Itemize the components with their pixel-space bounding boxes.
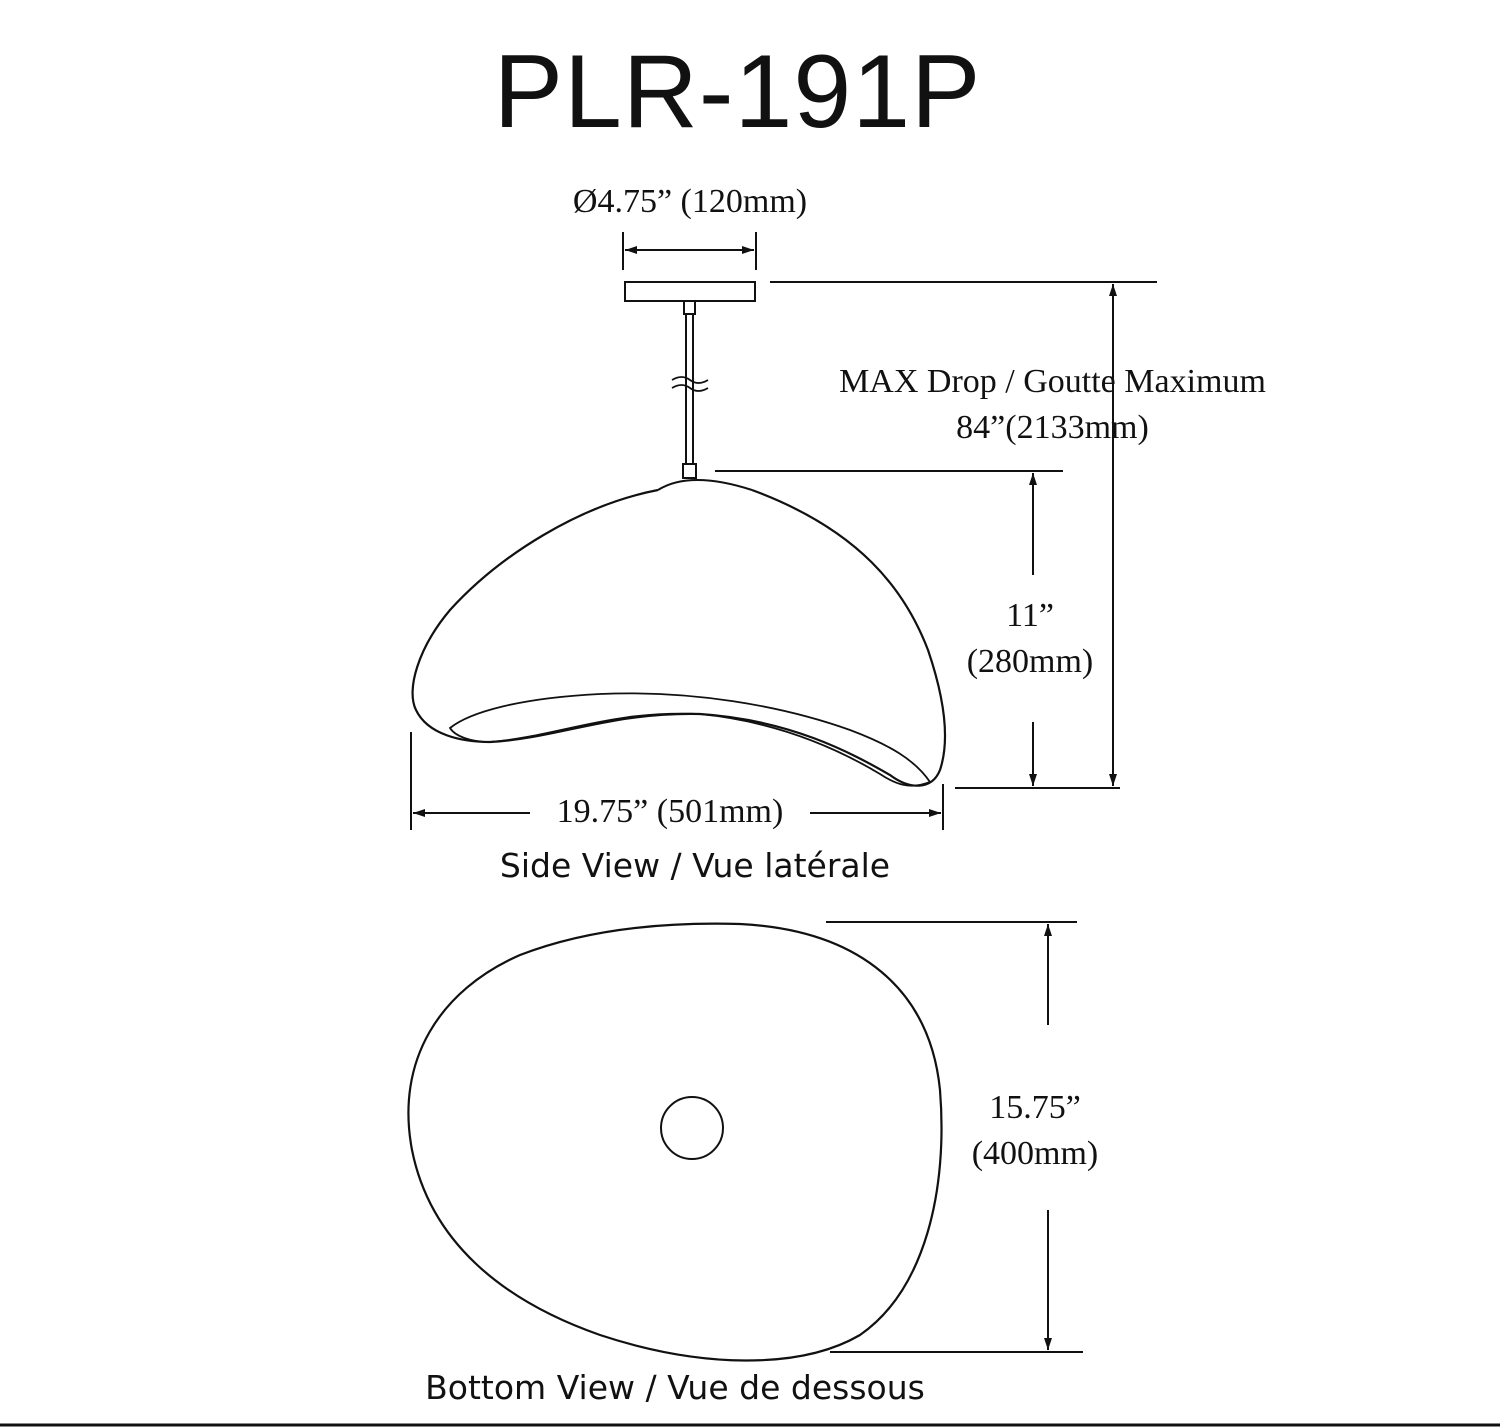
- cord-break-symbol: [671, 376, 709, 392]
- canopy-bottom-circle: [660, 1096, 724, 1160]
- max-drop-label-line1: MAX Drop / Goutte Maximum: [839, 363, 1266, 400]
- depth-label-line1: 15.75”: [989, 1089, 1081, 1126]
- side-view-caption: Side View / Vue latérale: [499, 846, 891, 885]
- canopy: [624, 281, 756, 302]
- height-label-line2: (280mm): [966, 643, 1094, 680]
- width-label: 19.75” (501mm): [556, 793, 784, 830]
- product-title: PLR-191P: [493, 34, 982, 150]
- bottom-view-caption: Bottom View / Vue de dessous: [425, 1368, 925, 1407]
- canopy-diameter-label: Ø4.75” (120mm): [572, 183, 808, 220]
- max-drop-label-line2: 84”(2133mm): [956, 409, 1149, 446]
- shade-cap: [657, 479, 753, 491]
- shade-connector: [682, 463, 697, 479]
- height-label-line1: 11”: [1006, 597, 1054, 634]
- shade-inner-rim: [448, 692, 932, 787]
- stem-connector: [683, 300, 696, 315]
- shade-outline-bottom: [407, 922, 943, 1362]
- depth-label-line2: (400mm): [971, 1135, 1099, 1172]
